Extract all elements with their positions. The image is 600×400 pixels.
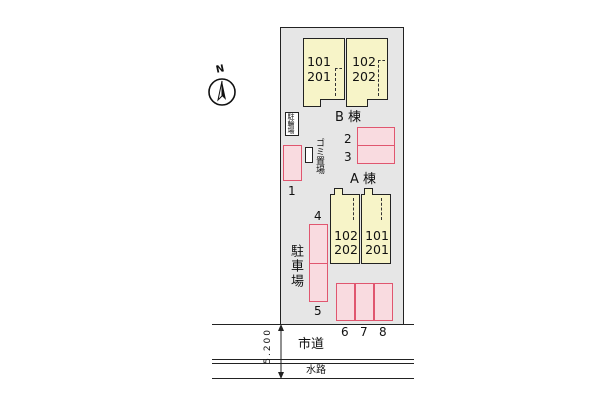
bicycle-parking-label: 駐輪場 — [287, 113, 295, 134]
parking-space-8 — [374, 283, 393, 321]
north-compass: N — [205, 63, 239, 108]
b-unit-101: 101 — [307, 54, 331, 69]
parking-number-6: 6 — [341, 325, 349, 339]
parking-number-5: 5 — [314, 304, 322, 318]
parking-divider-2-3 — [357, 145, 395, 146]
parking-number-4: 4 — [314, 209, 322, 223]
parking-number-1: 1 — [288, 184, 296, 198]
waterway-label: 水路 — [306, 365, 326, 376]
building-a-name: A 棟 — [350, 172, 377, 187]
compass-icon — [208, 78, 236, 106]
bicycle-parking-box: 駐輪場 — [285, 112, 299, 136]
road-width-arrow-icon — [278, 324, 284, 379]
compass-north-label: N — [214, 63, 226, 76]
parking-space-6 — [336, 283, 355, 321]
building-b-name: B 棟 — [335, 110, 362, 125]
parking-lot-label: 駐車場 — [288, 244, 303, 289]
road-edge-top — [212, 324, 414, 325]
waterway-edge-bottom — [212, 378, 414, 379]
building-a-unit-right — [361, 194, 391, 264]
parking-number-3: 3 — [344, 150, 352, 164]
a-unit-101: 101 — [365, 228, 389, 243]
building-b-entry-right — [346, 99, 368, 107]
a-unit-202: 202 — [334, 242, 358, 257]
waterway-edge-top — [212, 363, 414, 364]
building-b-unit-left — [303, 38, 345, 100]
a-unit-102: 102 — [334, 228, 358, 243]
building-b-stair-right — [378, 60, 379, 96]
building-b-stair-left-top — [335, 68, 342, 69]
building-b-unit-right — [346, 38, 388, 100]
building-a-unit-left — [330, 194, 360, 264]
building-a-entry-left — [334, 188, 343, 195]
parking-number-2: 2 — [344, 132, 352, 146]
b-unit-201: 201 — [307, 69, 331, 84]
building-b-stair-left — [335, 68, 336, 96]
road-width-label: 5.200 — [263, 328, 273, 364]
parking-space-7 — [355, 283, 374, 321]
building-b-stair-right-top — [378, 60, 385, 61]
parking-number-8: 8 — [379, 325, 387, 339]
city-road-label: 市道 — [298, 337, 325, 352]
b-unit-202: 202 — [352, 69, 376, 84]
building-a-stair-left — [353, 198, 354, 220]
garbage-area-label: ゴミ置場 — [314, 138, 324, 174]
a-unit-201: 201 — [365, 242, 389, 257]
parking-number-7: 7 — [360, 325, 368, 339]
b-unit-102: 102 — [352, 54, 376, 69]
parking-space-1 — [283, 145, 302, 181]
building-a-stair-right — [381, 198, 382, 220]
building-a-entry-right — [364, 188, 373, 195]
road-edge-bottom — [212, 359, 414, 360]
building-b-entry-left — [303, 99, 321, 107]
parking-divider-4-5 — [309, 263, 328, 264]
garbage-area-box — [305, 147, 313, 163]
